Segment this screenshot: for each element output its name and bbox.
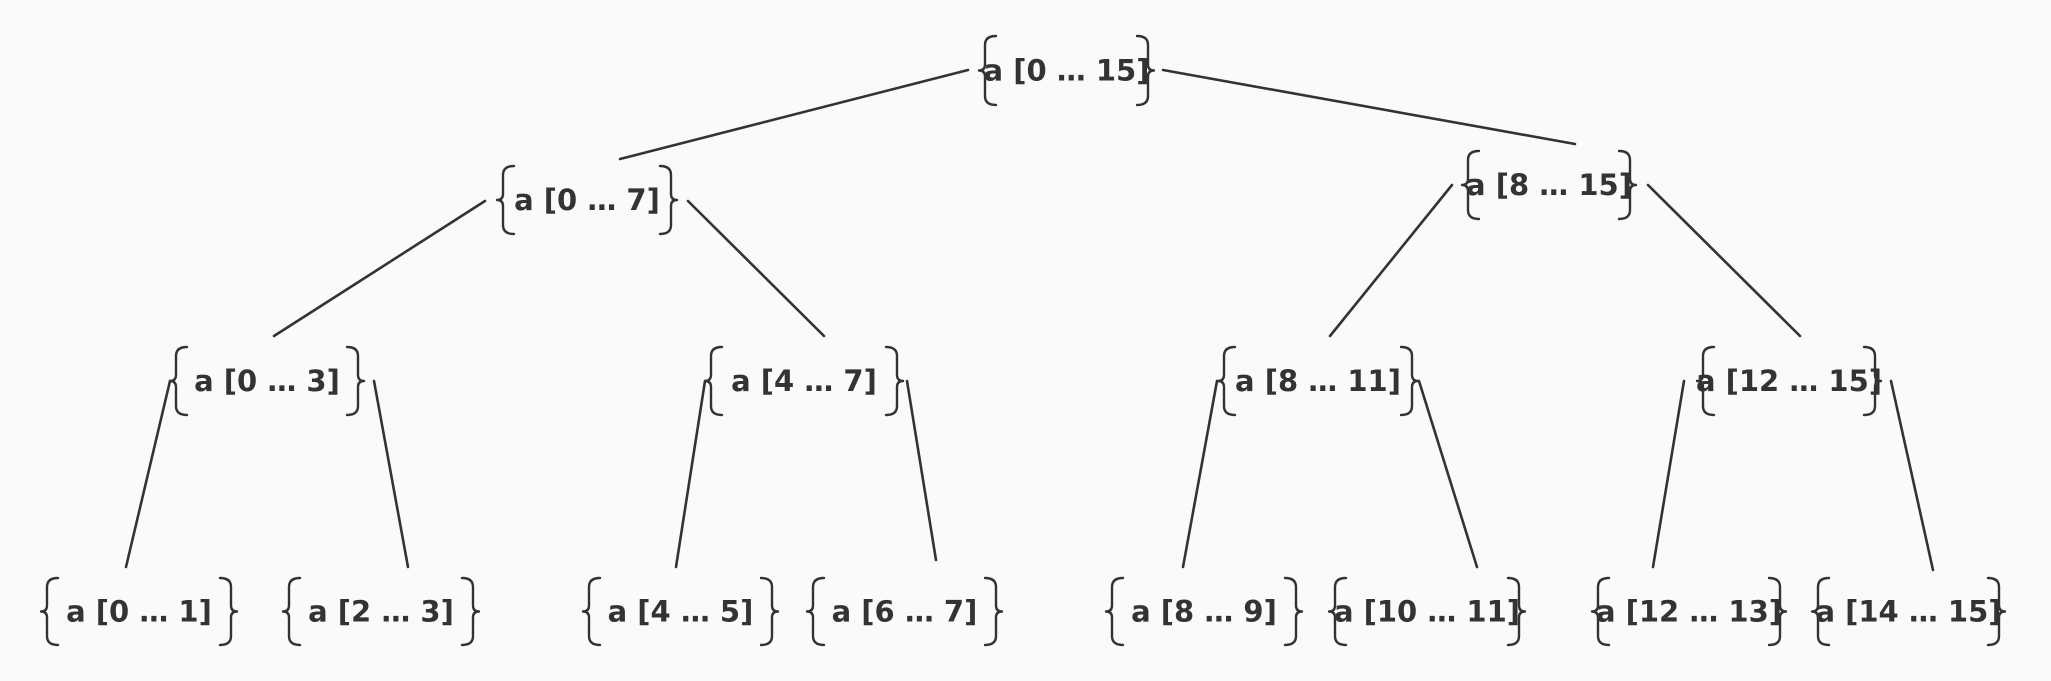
right-brace xyxy=(884,345,905,417)
node-label: a [4 … 7] xyxy=(731,364,877,398)
node-label: a [10 … 11] xyxy=(1334,595,1520,629)
right-brace xyxy=(1506,576,1527,647)
edge-n0_3-to-n0_1 xyxy=(124,379,172,569)
edge-n0_15-to-n0_7 xyxy=(618,68,970,161)
edge-n12_15-to-n12_13 xyxy=(1651,379,1686,569)
right-brace xyxy=(345,345,366,417)
right-brace xyxy=(658,164,679,236)
node-label: a [4 … 5] xyxy=(608,595,754,629)
edge-n8_15-to-n8_11 xyxy=(1328,183,1454,338)
edge-n0_7-to-n0_3 xyxy=(272,199,487,338)
tree-node-n2_3: a [2 … 3] xyxy=(281,576,481,647)
tree-node-n8_15: a [8 … 15] xyxy=(1460,149,1638,221)
tree-node-n12_13: a [12 … 13] xyxy=(1590,576,1788,647)
node-label: a [0 … 1] xyxy=(66,595,212,629)
left-brace xyxy=(703,345,724,417)
left-brace xyxy=(1460,149,1481,221)
tree-node-n14_15: a [14 … 15] xyxy=(1810,576,2007,647)
edge-n0_7-to-n4_7 xyxy=(686,199,826,338)
edge-n8_11-to-n8_9 xyxy=(1181,379,1219,569)
edge-n12_15-to-n14_15 xyxy=(1889,379,1935,572)
node-label: a [14 … 15] xyxy=(1815,595,2001,629)
node-label: a [0 … 15] xyxy=(984,54,1150,88)
right-brace xyxy=(460,576,481,647)
tree-node-n6_7: a [6 … 7] xyxy=(805,576,1004,647)
edge-n8_11-to-n10_11 xyxy=(1417,379,1479,569)
right-brace xyxy=(983,576,1004,647)
left-brace xyxy=(1104,576,1125,647)
left-brace xyxy=(1695,345,1716,417)
tree-node-n4_5: a [4 … 5] xyxy=(581,576,780,647)
node-label: a [12 … 13] xyxy=(1596,595,1782,629)
left-brace xyxy=(805,576,826,647)
tree-node-n0_1: a [0 … 1] xyxy=(39,576,239,647)
right-brace xyxy=(1283,576,1304,647)
node-label: a [8 … 11] xyxy=(1235,364,1401,398)
right-brace xyxy=(1986,576,2007,647)
tree-nodes: a [0 … 15] a [0 … 7] a [8 … 15] a [0 … 3] a … xyxy=(39,34,2007,647)
edge-n8_15-to-n12_15 xyxy=(1646,183,1802,338)
right-brace xyxy=(1862,345,1883,417)
right-brace xyxy=(1767,576,1788,647)
node-label: a [2 … 3] xyxy=(308,595,454,629)
tree-node-n0_3: a [0 … 3] xyxy=(168,345,366,417)
node-label: a [8 … 9] xyxy=(1131,595,1277,629)
left-brace xyxy=(168,345,189,417)
node-label: a [12 … 15] xyxy=(1696,364,1882,398)
edge-n0_3-to-n2_3 xyxy=(372,379,410,569)
node-label: a [6 … 7] xyxy=(832,595,978,629)
tree-node-n12_15: a [12 … 15] xyxy=(1695,345,1883,417)
left-brace xyxy=(1590,576,1611,647)
right-brace xyxy=(1135,34,1156,107)
edge-n4_7-to-n4_5 xyxy=(674,379,707,569)
left-brace xyxy=(581,576,602,647)
node-label: a [8 … 15] xyxy=(1466,168,1632,202)
left-brace xyxy=(39,576,60,647)
node-label: a [0 … 7] xyxy=(514,183,660,217)
tree-node-n0_15: a [0 … 15] xyxy=(977,34,1156,107)
left-brace xyxy=(1327,576,1348,647)
tree-node-n0_7: a [0 … 7] xyxy=(495,164,679,236)
edge-n0_15-to-n8_15 xyxy=(1161,68,1577,146)
node-label: a [0 … 3] xyxy=(194,364,340,398)
right-brace xyxy=(759,576,780,647)
right-brace xyxy=(1617,149,1638,221)
left-brace xyxy=(495,164,516,236)
left-brace xyxy=(1216,345,1237,417)
tree-node-n10_11: a [10 … 11] xyxy=(1327,576,1527,647)
tree-node-n8_11: a [8 … 11] xyxy=(1216,345,1420,417)
tree-node-n4_7: a [4 … 7] xyxy=(703,345,905,417)
left-brace xyxy=(977,34,998,107)
edge-n4_7-to-n6_7 xyxy=(905,379,938,562)
left-brace xyxy=(281,576,302,647)
right-brace xyxy=(1399,345,1420,417)
tree-node-n8_9: a [8 … 9] xyxy=(1104,576,1304,647)
right-brace xyxy=(218,576,239,647)
tree-edges xyxy=(124,68,1935,572)
left-brace xyxy=(1810,576,1831,647)
